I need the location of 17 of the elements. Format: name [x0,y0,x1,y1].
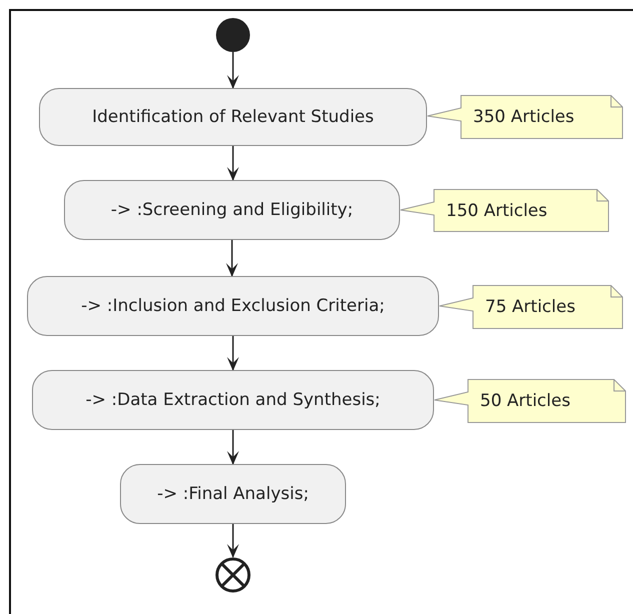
start-node-icon [216,18,250,52]
arrow [227,52,239,89]
note-callout: 150 Articles [400,189,609,232]
note-callout: 350 Articles [427,95,623,139]
arrow [227,524,239,558]
activity-box: -> :Screening and Eligibility; [64,180,400,240]
arrow [226,240,238,277]
arrow [227,430,239,465]
activity-box: -> :Data Extraction and Synthesis; [32,370,434,430]
arrow [227,336,239,371]
arrow [227,146,239,181]
activity-box: Identification of Relevant Studies [39,88,427,146]
note-callout: 50 Articles [434,379,626,423]
activity-box: -> :Final Analysis; [120,464,346,524]
note-callout: 75 Articles [439,285,623,329]
end-node-icon [215,557,251,593]
activity-box: -> :Inclusion and Exclusion Criteria; [27,276,439,336]
